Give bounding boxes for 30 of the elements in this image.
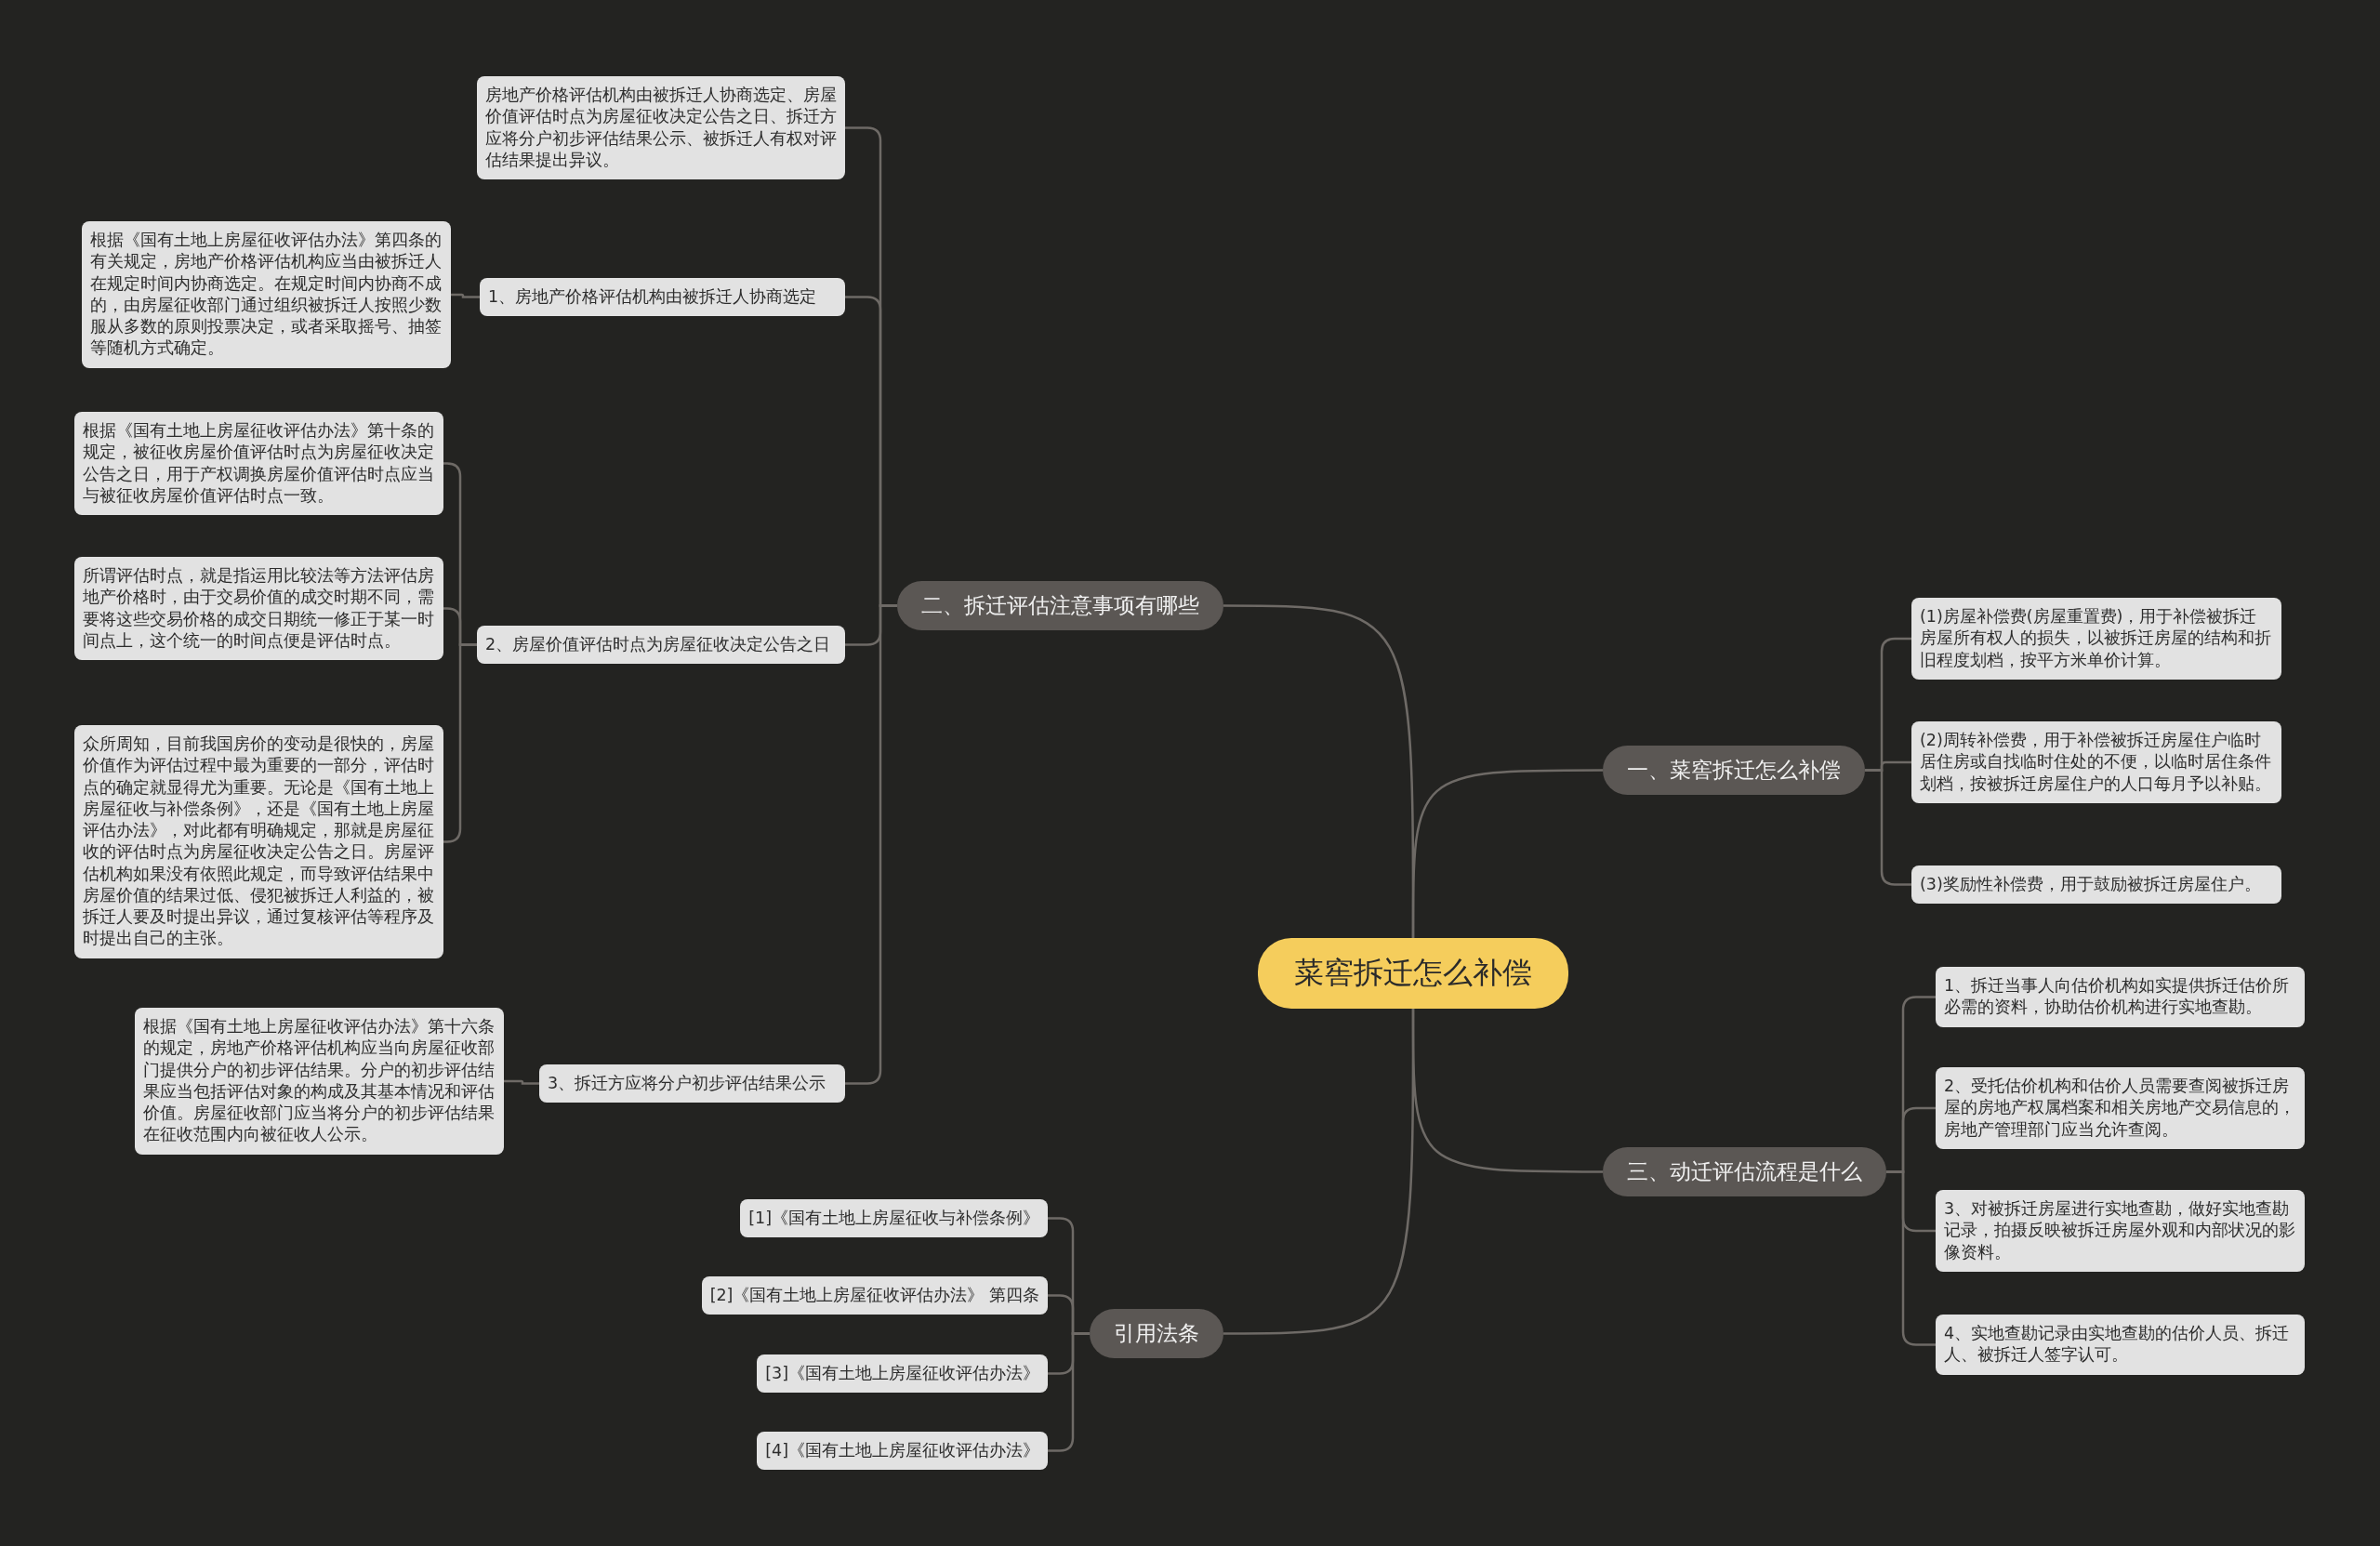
text-card: 3、拆迁方应将分户初步评估结果公示 [539, 1064, 845, 1103]
text-card: 2、房屋价值评估时点为房屋征收决定公告之日 [477, 626, 845, 665]
text-card: [2]《国有土地上房屋征收评估办法》 第四条 [701, 1276, 1048, 1315]
text-card: (2)周转补偿费，用于补偿被拆迁房屋住户临时居住房或自找临时住处的不便，以临时居住条件划档，按被拆迁房屋住户的人口每月予以补贴。 [1911, 721, 2281, 803]
branch-topic: 三、动迁评估流程是什么 [1603, 1147, 1886, 1196]
text-card: 4、实地查勘记录由实地查勘的估价人员、拆迁人、被拆迁人签字认可。 [1936, 1315, 2305, 1375]
text-card: 2、受托估价机构和估价人员需要查阅被拆迁房屋的房地产权属档案和相关房地产交易信息的，房地产管理部门应当允许查阅。 [1936, 1067, 2305, 1149]
central-topic: 菜窖拆迁怎么补偿 [1258, 938, 1568, 1009]
text-card: 根据《国有土地上房屋征收评估办法》第十六条的规定，房地产价格评估机构应当向房屋征收部门提供分户的初步评估结果。分户的初步评估结果应当包括评估对象的构成及其基本情况和评估价值。房屋征收部门应当将分户的初步评估结果在征收范围内向被征收人公示。 [135, 1008, 504, 1155]
connector-line [451, 293, 480, 298]
text-card: 1、拆迁当事人向估价机构如实提供拆迁估价所必需的资料，协助估价机构进行实地查勘。 [1936, 967, 2305, 1027]
branch-topic: 二、拆迁评估注意事项有哪些 [897, 581, 1223, 630]
connector-line [1886, 1170, 1936, 1346]
text-card: 根据《国有土地上房屋征收评估办法》第十条的规定，被征收房屋价值评估时点为房屋征收决定公告之日，用于产权调换房屋价值评估时点应当与被征收房屋价值评估时点一致。 [74, 412, 443, 516]
text-card: [3]《国有土地上房屋征收评估办法》 [757, 1354, 1048, 1394]
connector-line [504, 1079, 539, 1085]
connector-line [1223, 604, 1415, 938]
text-card: [4]《国有土地上房屋征收评估办法》 [757, 1432, 1048, 1471]
connector-line [1223, 1009, 1415, 1335]
text-card: 房地产价格评估机构由被拆迁人协商选定、房屋价值评估时点为房屋征收决定公告之日、拆迁方应将分户初步评估结果公示、被拆迁人有权对评估结果提出异议。 [477, 76, 845, 180]
text-card: 众所周知，目前我国房价的变动是很快的，房屋价值作为评估过程中最为重要的一部分，评估时点的确定就显得尤为重要。无论是《国有土地上房屋征收与补偿条例》，还是《国有土地上房屋评估办法》，对此都有明确规定，那就是房屋征收的评估时点为房屋征收决定公告之日。房屋评估机构如果没有依照此规定，而导致评估结果中房屋价值的结果过低、侵犯被拆迁人利益的，被拆迁人要及时提出异议，通过复核评估等程序及时提出自己的主张。 [74, 725, 443, 958]
branch-topic: 一、菜窖拆迁怎么补偿 [1603, 746, 1865, 795]
branch-topic: 引用法条 [1090, 1309, 1223, 1358]
text-card: 所谓评估时点，就是指运用比较法等方法评估房地产价格时，由于交易价值的成交时期不同，需要将这些交易价格的成交日期统一修正于某一时间点上，这个统一的时间点便是评估时点。 [74, 557, 443, 661]
text-card: (1)房屋补偿费(房屋重置费)，用于补偿被拆迁房屋所有权人的损失，以被拆迁房屋的结构和折旧程度划档，按平方米单价计算。 [1911, 598, 2281, 680]
text-card: 1、房地产价格评估机构由被拆迁人协商选定 [480, 278, 845, 317]
text-card: 根据《国有土地上房屋征收评估办法》第四条的有关规定，房地产价格评估机构应当由被拆迁人在规定时间内协商选定。在规定时间内协商不成的，由房屋征收部门通过组织被拆迁人按照少数服从多数的原则投票决定，或者采取摇号、抽签等随机方式确定。 [82, 221, 451, 368]
text-card: 3、对被拆迁房屋进行实地查勘，做好实地查勘记录，拍摄反映被拆迁房屋外观和内部状况的影像资料。 [1936, 1190, 2305, 1272]
text-card: [1]《国有土地上房屋征收与补偿条例》 [740, 1199, 1048, 1238]
text-card: (3)奖励性补偿费，用于鼓励被拆迁房屋住户。 [1911, 865, 2281, 905]
